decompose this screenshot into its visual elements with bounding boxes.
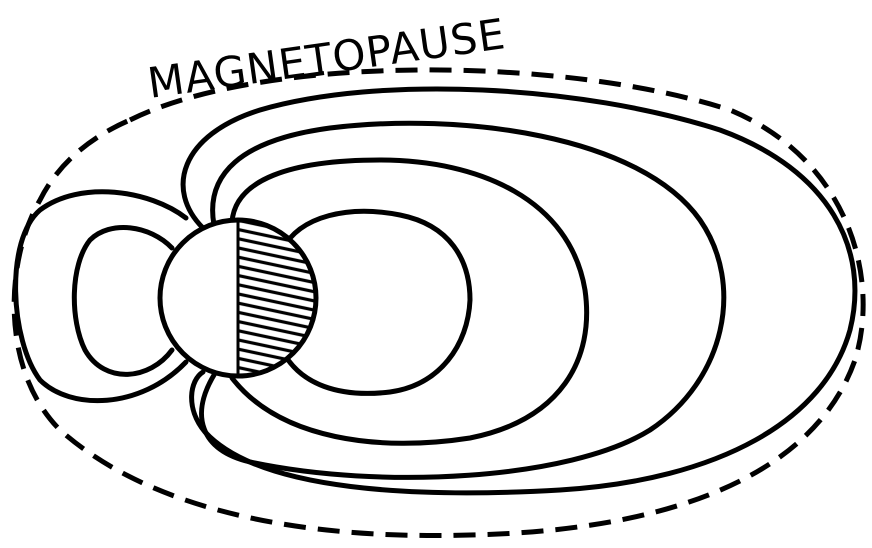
magnetopause-label: MAGNETOPAUSE <box>145 9 509 108</box>
earth-night-side <box>238 215 323 385</box>
earth <box>160 215 323 385</box>
magnetopause-boundary <box>14 70 863 536</box>
dayside-field-line-inner <box>74 228 172 375</box>
